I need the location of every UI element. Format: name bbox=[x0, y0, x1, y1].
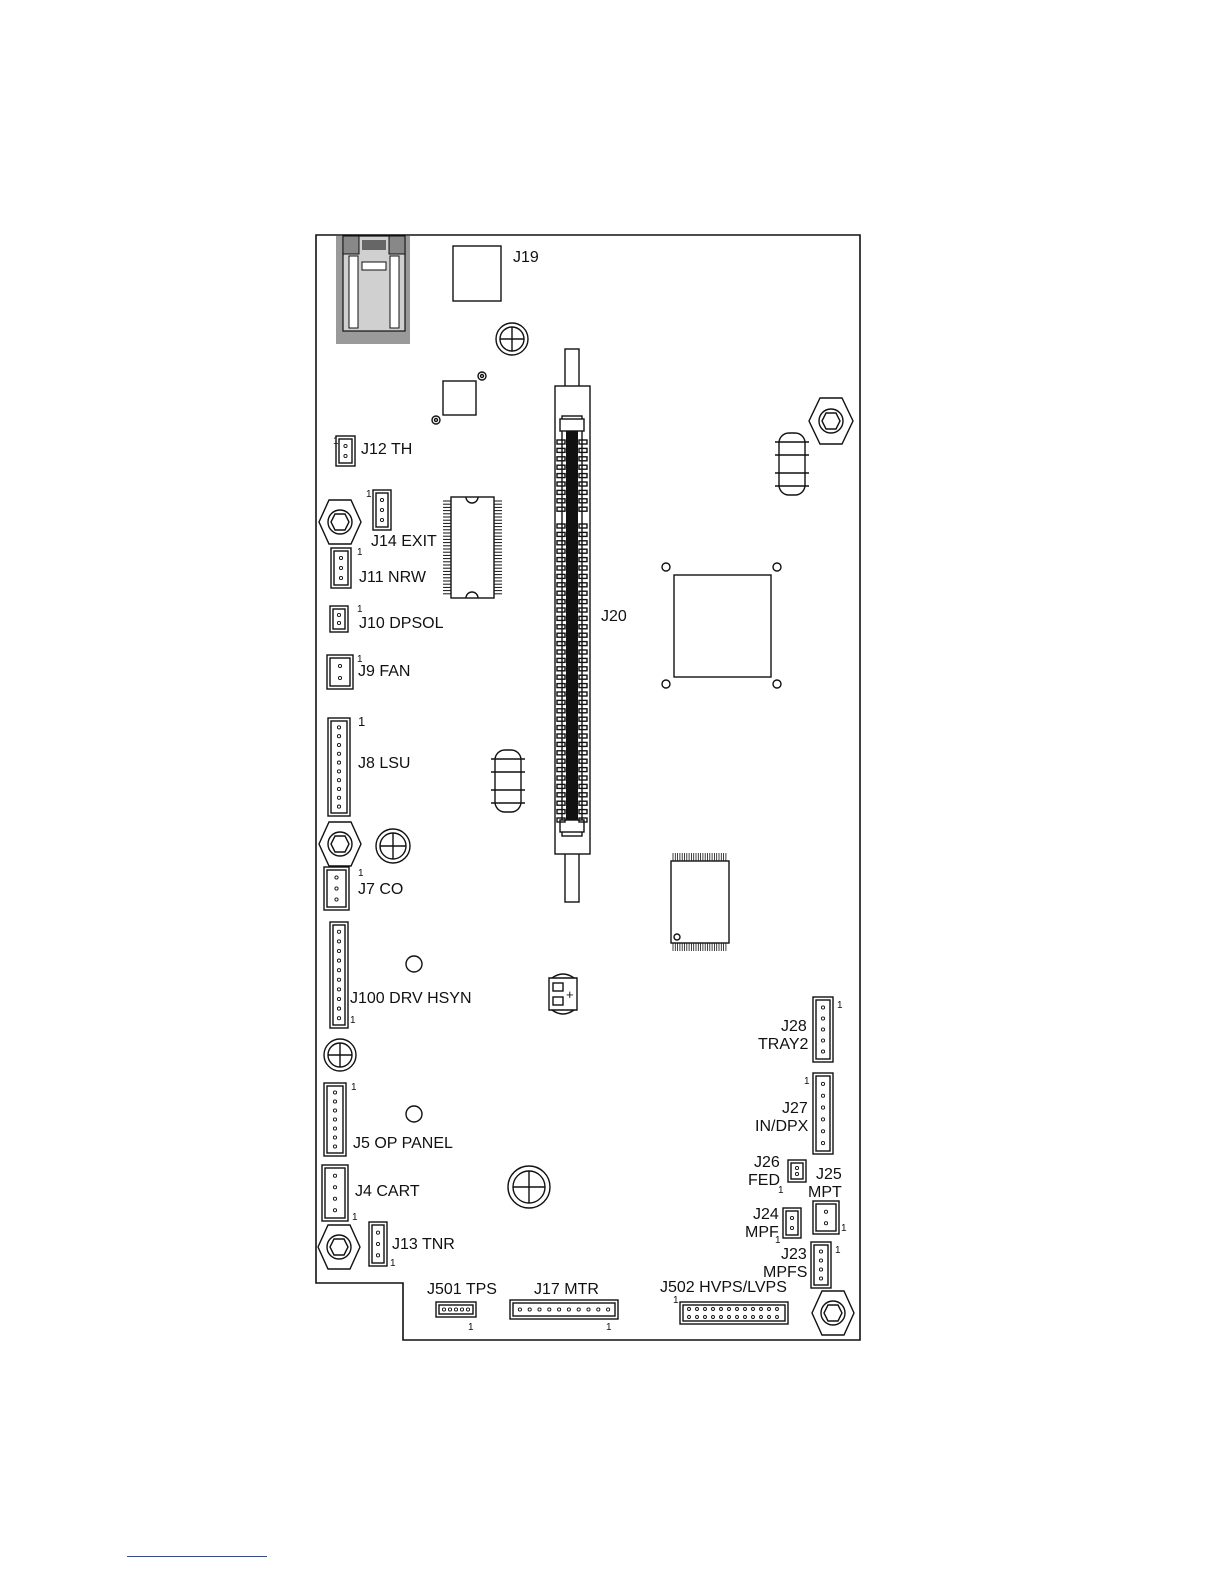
j26-label: J26 bbox=[754, 1154, 780, 1171]
j501-connector bbox=[436, 1302, 476, 1317]
pin1-marker: 1 bbox=[366, 489, 372, 500]
j502-connector bbox=[680, 1302, 788, 1324]
j11-connector bbox=[331, 548, 351, 588]
j14-label: J14 EXIT bbox=[371, 533, 437, 550]
j13-label: J13 TNR bbox=[392, 1236, 455, 1253]
standoff bbox=[318, 1225, 360, 1269]
j7-connector bbox=[324, 867, 349, 910]
j9-label: J9 FAN bbox=[358, 663, 410, 680]
battery-plus: + bbox=[566, 987, 574, 1002]
standoff bbox=[812, 1291, 854, 1335]
j23-label: J23 bbox=[781, 1246, 807, 1263]
standoff bbox=[809, 398, 853, 444]
pin1-marker: 1 bbox=[673, 1295, 679, 1306]
pin1-marker: 1 bbox=[835, 1245, 841, 1256]
j5-label: J5 OP PANEL bbox=[353, 1135, 453, 1152]
ferrite-bead bbox=[775, 433, 809, 495]
j8-connector bbox=[328, 718, 350, 816]
pin1-marker: 1 bbox=[841, 1223, 847, 1234]
j26-connector bbox=[788, 1160, 806, 1182]
j8-label: J8 LSU bbox=[358, 755, 410, 772]
screw-hole bbox=[324, 1039, 356, 1071]
j20-label: J20 bbox=[601, 608, 627, 625]
j13-connector bbox=[369, 1222, 387, 1266]
pin1-marker: 1 bbox=[357, 654, 363, 665]
pin1-marker: 1 bbox=[350, 1015, 356, 1026]
j12-connector bbox=[336, 436, 355, 466]
j10-connector bbox=[330, 606, 348, 632]
pin1-marker: 1 bbox=[606, 1322, 612, 1333]
j28-label: J28 bbox=[781, 1018, 807, 1035]
asic-chip bbox=[662, 563, 781, 688]
pin1-marker: 1 bbox=[804, 1076, 810, 1087]
j10-label: J10 DPSOL bbox=[359, 615, 444, 632]
pin1-marker: 1 bbox=[837, 1000, 843, 1011]
j25-label: J25 bbox=[816, 1166, 842, 1183]
pin1-marker: 1 bbox=[358, 868, 364, 879]
battery-holder: + bbox=[549, 974, 577, 1014]
standoff bbox=[319, 822, 361, 866]
test-point bbox=[406, 956, 422, 972]
j23-connector bbox=[811, 1242, 831, 1288]
pin1-marker: 1 bbox=[352, 1212, 358, 1223]
j100-connector bbox=[330, 922, 348, 1028]
test-point bbox=[406, 1106, 422, 1122]
j27-sublabel: IN/DPX bbox=[755, 1118, 809, 1135]
j24-label: J24 bbox=[753, 1206, 779, 1223]
j14-connector bbox=[373, 490, 391, 530]
pin1-marker: 1 bbox=[357, 604, 363, 615]
j26-sublabel: FED bbox=[748, 1172, 780, 1189]
j17-label: J17 MTR bbox=[534, 1281, 599, 1298]
j5-connector bbox=[324, 1083, 346, 1156]
j23-sublabel: MPFS bbox=[763, 1264, 807, 1281]
pin1-marker: 1 bbox=[357, 547, 363, 558]
j4-connector bbox=[322, 1165, 348, 1221]
j9-connector bbox=[327, 655, 353, 689]
pin1-marker: 1 bbox=[775, 1235, 781, 1246]
j28-connector bbox=[813, 997, 833, 1062]
j25-sublabel: MPT bbox=[808, 1184, 842, 1201]
j24-sublabel: MPF bbox=[745, 1224, 779, 1241]
pin1-marker: 1 bbox=[351, 1082, 357, 1093]
footer-rule bbox=[127, 1556, 267, 1557]
flash-chip bbox=[671, 853, 729, 951]
j7-label: J7 CO bbox=[358, 881, 403, 898]
small-ic bbox=[443, 381, 476, 415]
j27-connector bbox=[813, 1073, 833, 1154]
j19-block bbox=[453, 246, 501, 301]
memory-chip bbox=[443, 497, 502, 598]
screw-hole bbox=[496, 323, 528, 355]
ferrite-bead bbox=[491, 750, 525, 812]
pin1-marker: 1 bbox=[333, 436, 339, 447]
pin1-marker: 1 bbox=[358, 714, 365, 729]
j12-label: J12 TH bbox=[361, 441, 412, 458]
j501-label: J501 TPS bbox=[427, 1281, 497, 1298]
j4-label: J4 CART bbox=[355, 1183, 420, 1200]
j25-connector bbox=[813, 1201, 839, 1234]
pin1-marker: 1 bbox=[778, 1185, 784, 1196]
j27-label: J27 bbox=[782, 1100, 808, 1117]
j100-label: J100 DRV HSYN bbox=[350, 990, 472, 1007]
j28-sublabel: TRAY2 bbox=[758, 1036, 808, 1053]
j17-connector bbox=[510, 1300, 618, 1319]
j11-label: J11 NRW bbox=[359, 569, 427, 586]
j24-connector bbox=[783, 1208, 801, 1238]
j19-label: J19 bbox=[513, 249, 539, 266]
pin1-marker: 1 bbox=[468, 1322, 474, 1333]
standoff bbox=[319, 500, 361, 544]
network-jack bbox=[336, 236, 410, 344]
pin1-marker: 1 bbox=[390, 1258, 396, 1269]
j502-label: J502 HVPS/LVPS bbox=[660, 1279, 787, 1296]
screw-hole bbox=[376, 829, 410, 863]
screw-hole bbox=[508, 1166, 550, 1208]
dimm-slot bbox=[555, 349, 590, 902]
